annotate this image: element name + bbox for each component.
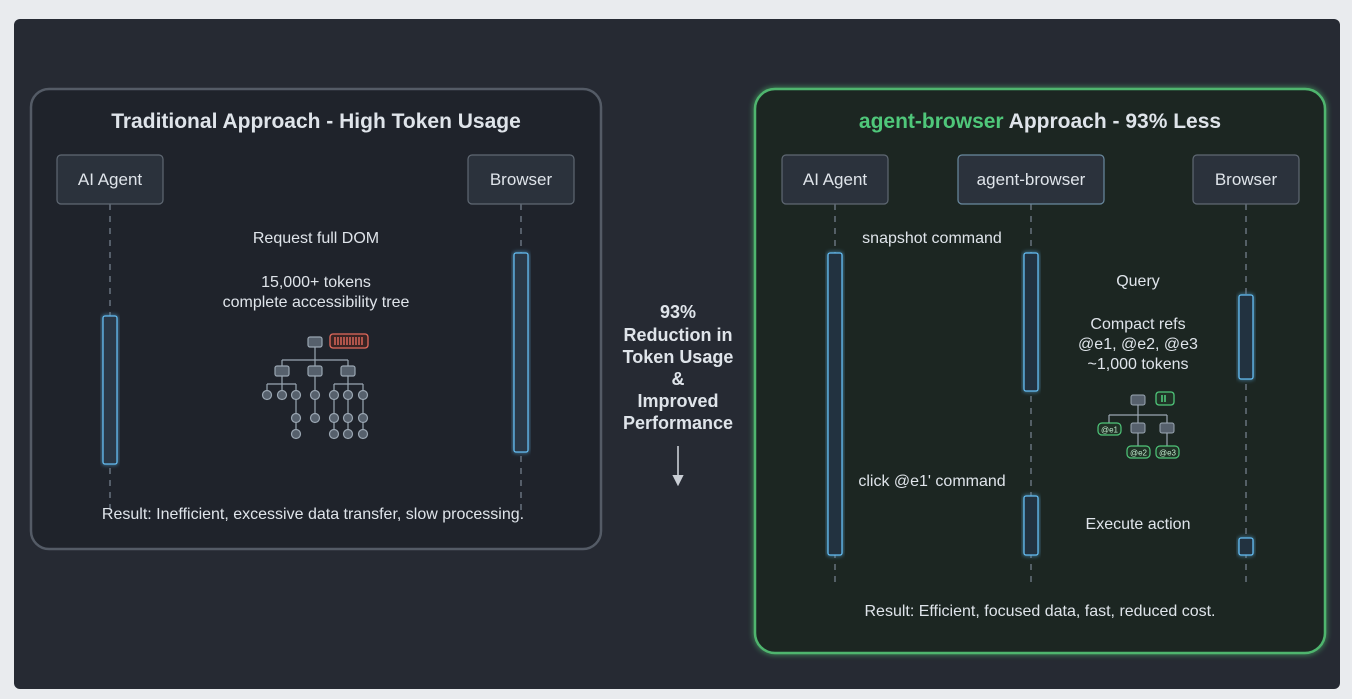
summary-line-1: 93% [660, 302, 696, 322]
browser-activation-bar [513, 252, 529, 453]
left-panel: Traditional Approach - High Token Usage … [29, 87, 603, 551]
message-snapshot: snapshot command [862, 230, 1002, 247]
actor-box-agent [56, 154, 164, 205]
rp-actor-label-browser: Browser [1215, 170, 1278, 189]
left-panel-frame [29, 87, 603, 551]
summary-line-3: Token Usage [623, 347, 734, 367]
rp-actor-box-tool [957, 154, 1105, 205]
rp-browser-activation-bar-2 [1238, 537, 1254, 556]
message-compact-line2: @e1, @e2, @e3 [1078, 336, 1198, 353]
rp-actor-label-tool: agent-browser [977, 170, 1086, 189]
right-panel-title-accent: agent-browser [859, 110, 1004, 133]
rp-browser-activation-bar-1 [1238, 294, 1254, 380]
ref-label-e3: @e3 [1159, 449, 1177, 458]
rp-actor-box-agent [781, 154, 889, 205]
agent-activation-bar [102, 315, 118, 465]
left-panel-title: Traditional Approach - High Token Usage [111, 110, 521, 133]
rp-actor-label-agent: AI Agent [803, 170, 868, 189]
message-query: Query [1116, 273, 1160, 290]
rp-agent-activation-bar [827, 252, 843, 556]
message-request: Request full DOM [253, 230, 379, 247]
summary-line-2: Reduction in [624, 325, 733, 345]
left-result-text: Result: Inefficient, excessive data tran… [102, 506, 524, 523]
right-result-text: Result: Efficient, focused data, fast, r… [864, 603, 1215, 620]
right-panel-title-rest: Approach - 93% Less [1004, 110, 1221, 133]
accessibility-tree-icon [261, 336, 369, 440]
message-compact-line1: Compact refs [1090, 316, 1185, 333]
rp-tool-activation-bar-1 [1023, 252, 1039, 392]
right-panel: agent-browser Approach - 93% Less AI Age… [753, 87, 1327, 655]
message-response-line1: 15,000+ tokens [261, 274, 371, 291]
actor-label-browser: Browser [490, 170, 553, 189]
message-execute: Execute action [1086, 516, 1191, 533]
center-summary: 93% Reduction in Token Usage & Improved … [623, 302, 734, 487]
message-compact-line3: ~1,000 tokens [1088, 356, 1189, 373]
token-small-badge-icon [1155, 391, 1175, 406]
token-overload-badge-icon [329, 333, 369, 349]
ref-label-e1: @e1 [1101, 426, 1119, 435]
summary-line-6: Performance [623, 413, 733, 433]
summary-line-5: Improved [637, 391, 718, 411]
summary-line-4: & [672, 369, 685, 389]
message-click: click @e1' command [858, 473, 1005, 490]
rp-actor-box-browser [1192, 154, 1300, 205]
right-panel-frame [753, 87, 1327, 655]
message-response-line2: complete accessibility tree [223, 294, 410, 311]
actor-label-agent: AI Agent [78, 170, 143, 189]
compact-ref-tree-icon: @e1 @e2 @e3 [1097, 394, 1180, 459]
actor-box-browser [467, 154, 575, 205]
ref-label-e2: @e2 [1130, 449, 1148, 458]
right-panel-title: agent-browser Approach - 93% Less [859, 110, 1221, 133]
rp-tool-activation-bar-2 [1023, 495, 1039, 556]
